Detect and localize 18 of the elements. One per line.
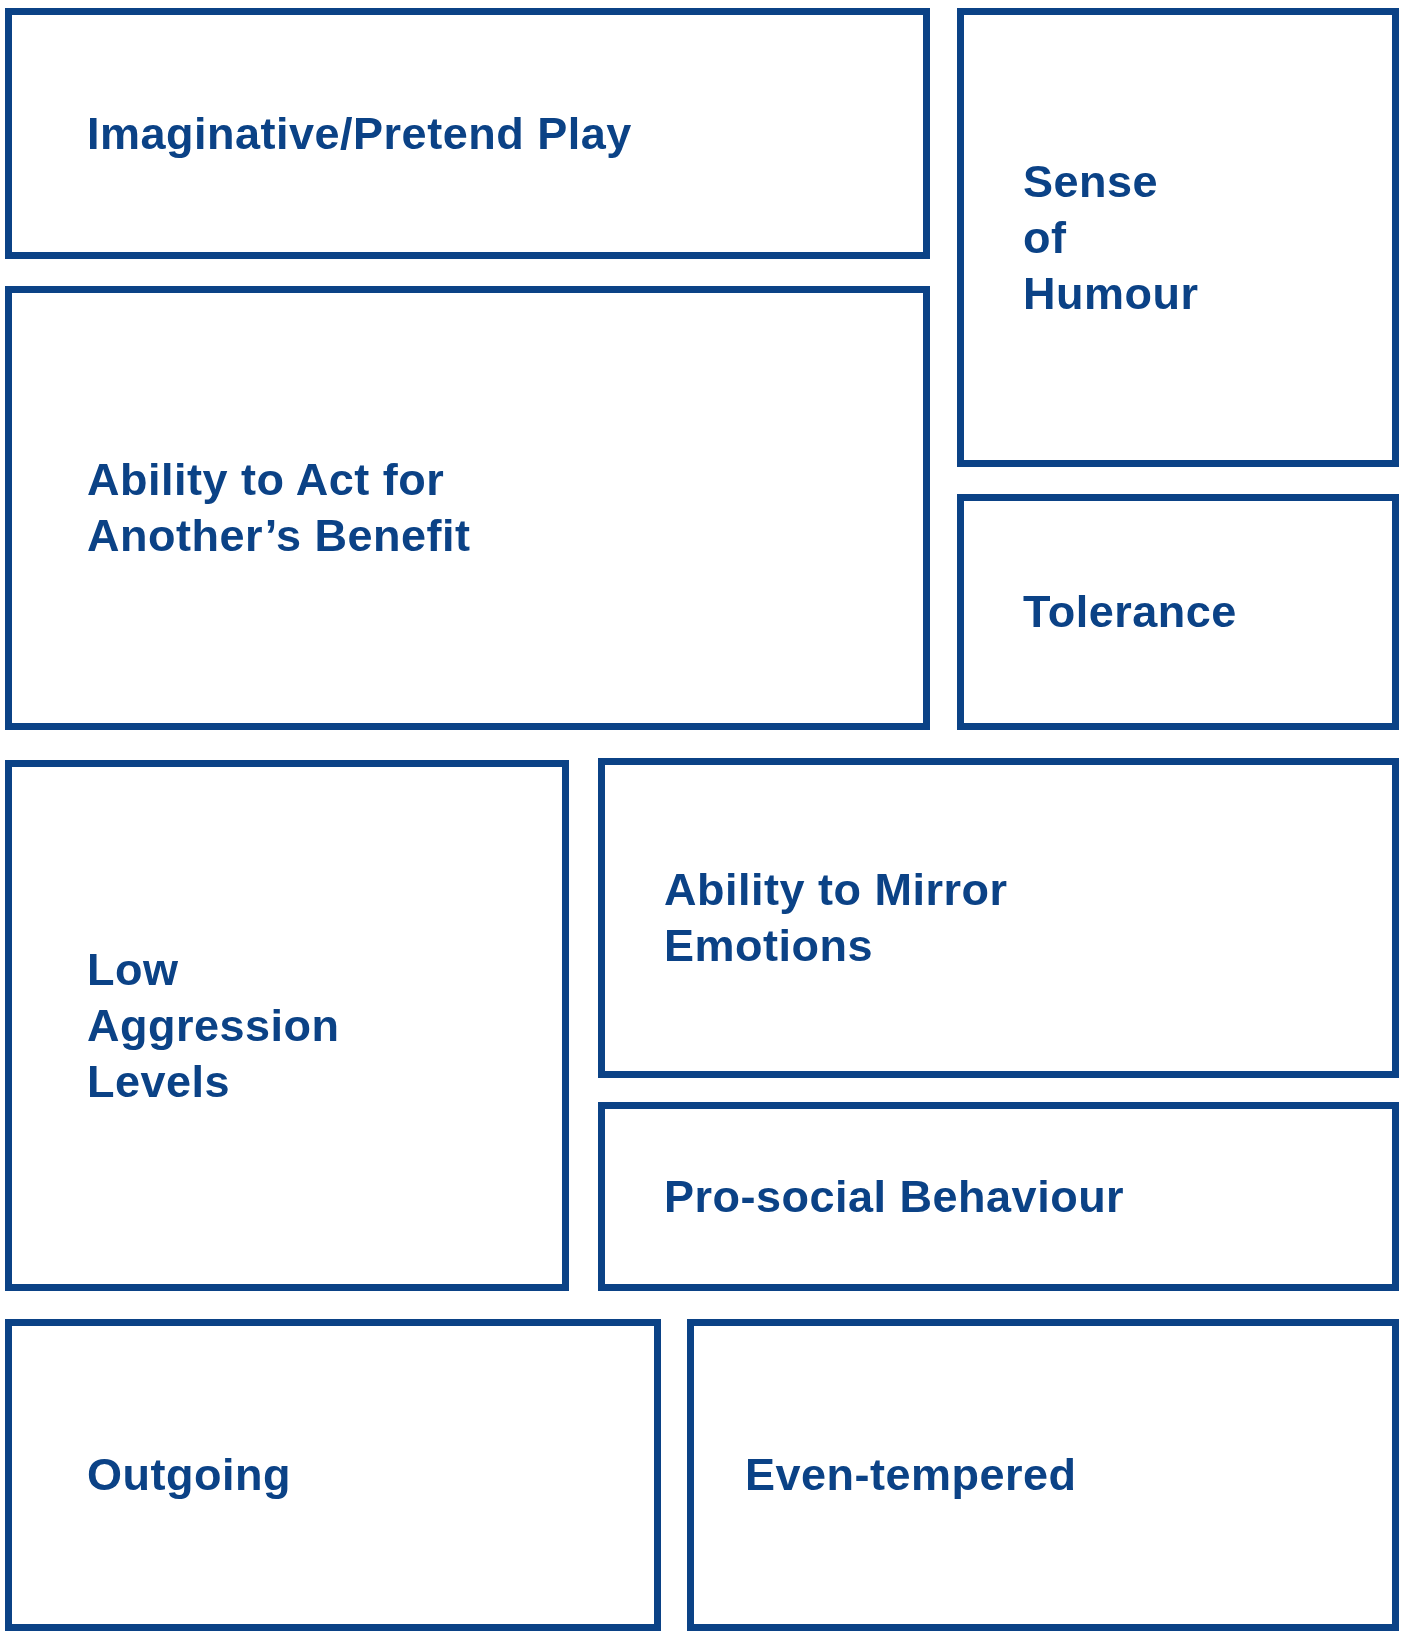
box-label: Low Aggression Levels [87,942,341,1109]
text-box [957,494,1399,730]
box-label: Tolerance [1023,585,1237,639]
box-label: Pro-social Behaviour [664,1169,1125,1224]
box-label: Sense of Humour [1023,154,1200,321]
text-box [598,1102,1399,1291]
text-box [5,8,930,259]
text-box [957,8,1399,467]
box-label: Even-tempered [745,1448,1077,1502]
text-box [5,1319,661,1631]
box-label: Outgoing [87,1448,291,1502]
text-box [5,760,569,1291]
text-box [598,758,1399,1078]
text-box [5,286,930,730]
box-label: Ability to Mirror Emotions [664,863,1009,973]
box-label: Ability to Act for Another’s Benefit [87,453,472,563]
box-label: Imaginative/Pretend Play [87,106,632,161]
text-box [687,1319,1399,1631]
